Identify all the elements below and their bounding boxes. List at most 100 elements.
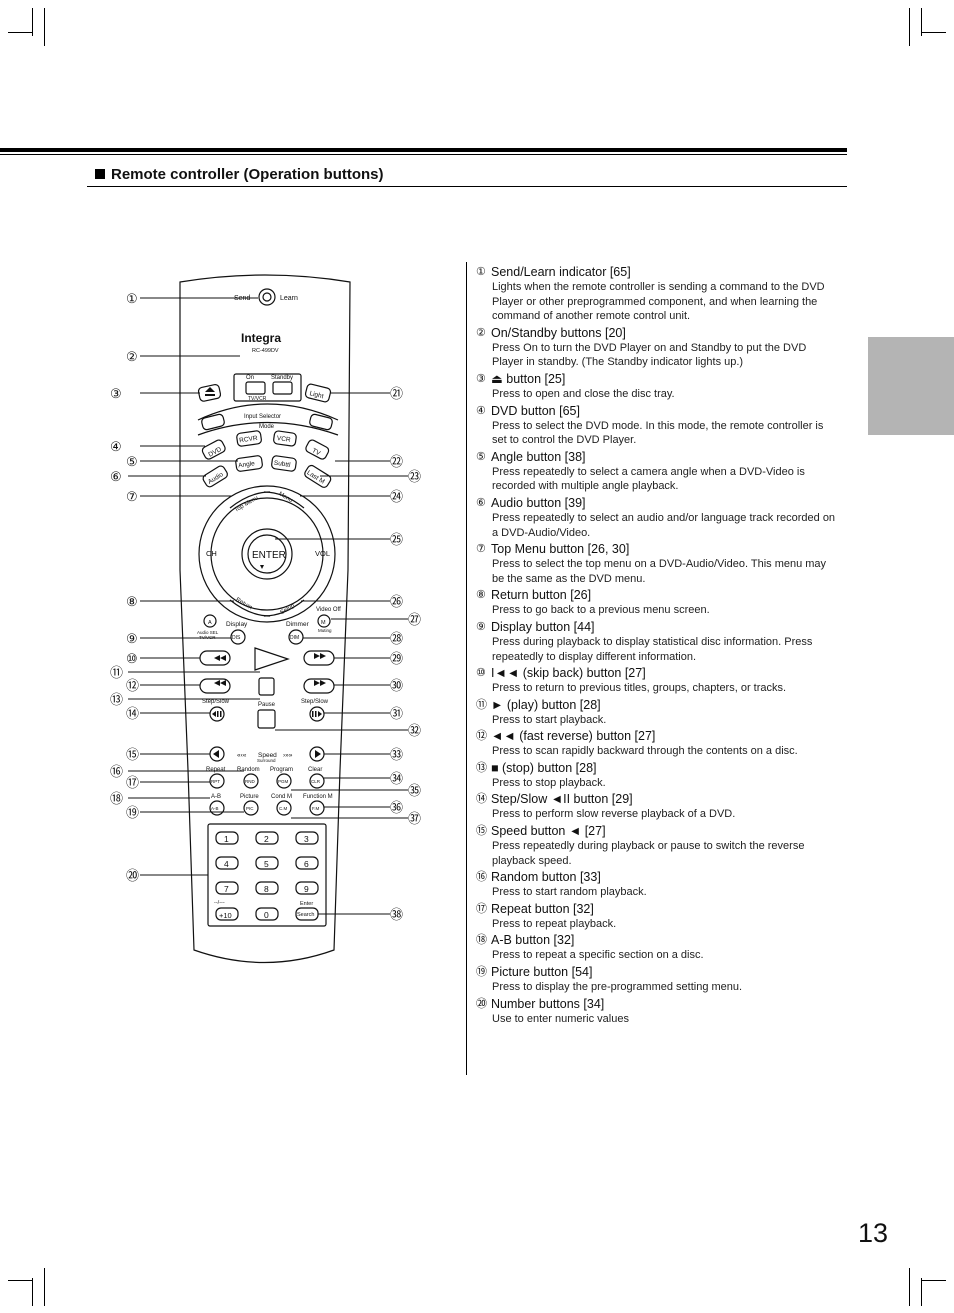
pause-label: Pause — [258, 702, 276, 708]
description-item: ⑤ Angle button [38]Press repeatedly to s… — [476, 450, 836, 494]
item-body: Press to repeat a specific section on a … — [492, 949, 704, 962]
item-title: On/Standby buttons [20] — [491, 325, 626, 340]
item-heading: ⑪► (play) button [28] — [476, 698, 836, 713]
item-body: Press to open and close the disc tray. — [492, 387, 675, 400]
learn-label: Learn — [280, 295, 298, 302]
enter-label: ENTER — [252, 550, 286, 561]
key-1: 1 — [224, 834, 229, 844]
item-number: ③ — [476, 372, 486, 385]
item-number: ⑦ — [476, 543, 486, 556]
on-label: On — [246, 375, 254, 381]
callout-22: ㉒ — [390, 454, 403, 469]
item-body: Press during playback to display statist… — [492, 635, 813, 663]
item-number: ⑩ — [476, 667, 486, 680]
callout-28: ㉘ — [390, 631, 403, 646]
item-title: Number buttons [34] — [491, 996, 605, 1011]
item-body: Press to start playback. — [492, 713, 607, 726]
key-5: 5 — [264, 859, 269, 869]
item-body: Press to return to previous titles, grou… — [492, 682, 787, 695]
item-number: ⑯ — [476, 871, 487, 884]
angle-label: Angle — [238, 460, 256, 469]
muting-label: Muting — [318, 628, 332, 633]
callout-7: ⑦ — [126, 489, 138, 504]
item-number: ⑲ — [476, 966, 487, 979]
speed-rev-glyph: «‹« — [237, 752, 247, 759]
item-number: ⑥ — [476, 496, 486, 509]
step-slow-right-label: Step/Slow — [301, 699, 329, 705]
side-tab — [868, 337, 954, 435]
callout-19: ⑲ — [126, 805, 139, 820]
callout-37: ㊲ — [408, 811, 421, 826]
dash-label: --/--- — [214, 900, 225, 906]
callout-31: ㉛ — [390, 706, 403, 721]
item-number: ⑳ — [476, 997, 487, 1010]
send-label: Send — [234, 295, 250, 302]
item-heading: ⑫ ◄◄ (fast reverse) button [27] — [476, 729, 836, 744]
item-heading: ⑬■ (stop) button [28] — [476, 761, 836, 776]
key-plus10: +10 — [219, 911, 232, 920]
callout-12: ⑫ — [126, 678, 139, 693]
ab-label: A-B — [211, 794, 221, 800]
vol-label: VOL — [315, 549, 330, 558]
speed-label: Speed — [258, 752, 277, 759]
item-title: ► (play) button [28] — [491, 697, 601, 712]
item-body: Press On to turn the DVD Player on and S… — [492, 341, 807, 369]
item-body: Use to enter numeric values — [492, 1012, 629, 1025]
setup-label: Setup — [279, 603, 296, 616]
vcr-label: VCR — [276, 435, 291, 444]
item-title: ⏏ button [25] — [491, 371, 566, 386]
audio-sel-label: Audio SEL — [197, 630, 219, 635]
model-label: RC-499DV — [252, 348, 279, 354]
item-body: Press to display the pre-programmed sett… — [492, 981, 743, 994]
item-number: ⑭ — [476, 793, 487, 806]
callout-25: ㉕ — [390, 532, 403, 547]
item-number: ⑮ — [476, 825, 487, 838]
key-8: 8 — [264, 884, 269, 894]
callout-18: ⑱ — [110, 791, 123, 806]
item-body: Press to perform slow reverse playback o… — [492, 808, 736, 821]
key-6: 6 — [304, 859, 309, 869]
item-body: Press to start random playback. — [492, 886, 647, 899]
item-body: Press to select the DVD mode. In this mo… — [492, 419, 824, 447]
light-label: Light — [309, 390, 325, 400]
callout-20: ⑳ — [126, 868, 139, 883]
callout-14: ⑭ — [126, 706, 139, 721]
callout-2: ② — [126, 349, 138, 364]
menu-label: Menu — [277, 491, 293, 504]
section-rule — [87, 186, 847, 187]
item-body: Press to scan rapidly backward through t… — [492, 745, 798, 758]
subtitle-label: Subttl — [273, 460, 291, 469]
item-title: A-B button [32] — [491, 933, 575, 948]
dim-label: DIM — [290, 635, 299, 641]
key-3: 3 — [304, 834, 309, 844]
callout-32: ㉜ — [408, 723, 421, 738]
item-body: Press to go back to a previous menu scre… — [492, 604, 710, 617]
random-label: Random — [237, 767, 260, 773]
callout-34: ㉞ — [390, 771, 403, 786]
fm-label: F.M — [312, 806, 320, 811]
tv-vcr2-label: TV/VCR — [199, 635, 216, 640]
callout-9: ⑨ — [126, 631, 138, 646]
brand-logo: Integra — [241, 331, 281, 345]
callout-13: ⑬ — [110, 692, 123, 707]
item-number: ⑨ — [476, 620, 486, 633]
item-body: Press to stop playback. — [492, 776, 606, 789]
callout-1: ① — [126, 291, 138, 306]
callout-6: ⑥ — [110, 469, 122, 484]
callout-8: ⑧ — [126, 594, 138, 609]
step-slow-left-label: Step/Slow — [202, 699, 230, 705]
